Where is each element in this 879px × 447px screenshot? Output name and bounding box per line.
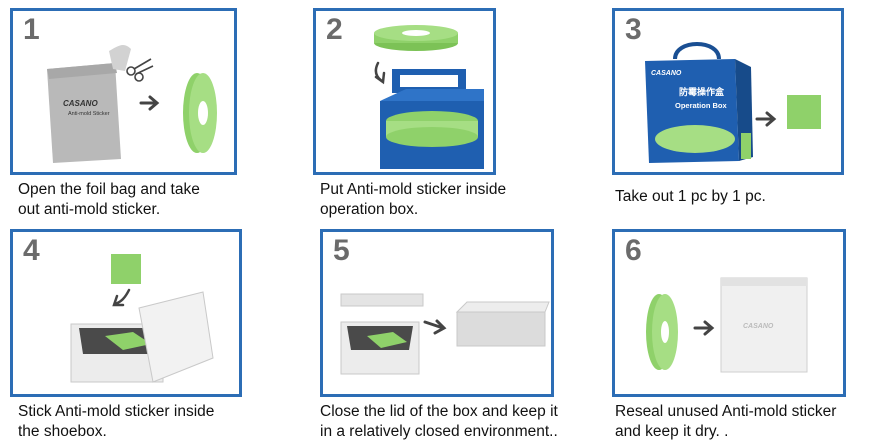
box-brand: CASANO xyxy=(651,70,682,77)
arrow-icon xyxy=(423,319,447,335)
bag-brand: CASANO xyxy=(63,99,98,108)
step-2-panel: 2 xyxy=(313,8,496,175)
step-5-number: 5 xyxy=(333,234,350,267)
step-4-panel: 4 xyxy=(10,229,242,397)
arrow-icon xyxy=(139,95,160,111)
sticker-roll-icon xyxy=(183,73,217,153)
step-1-caption: Open the foil bag and take out anti-mold… xyxy=(18,181,200,218)
step-5-panel: 5 xyxy=(320,229,554,397)
step-6-illustration: CASANO xyxy=(646,277,808,373)
step-1-number: 1 xyxy=(23,13,40,46)
step-5-illustration xyxy=(340,293,550,375)
bag-brand-faint: CASANO xyxy=(743,323,774,330)
step-6-panel: 6 CASANO xyxy=(612,229,846,397)
step-1-illustration: CASANO Anti-mold Sticker xyxy=(47,45,217,163)
step-1-panel: 1 CASANO Anti-mold Sticker xyxy=(10,8,237,175)
step-3-number: 3 xyxy=(625,13,642,46)
arrow-icon xyxy=(755,111,777,127)
step-3-panel: 3 CASANO 防霉操作盒 Operation Box xyxy=(612,8,844,175)
closed-box xyxy=(456,311,546,347)
arrow-icon xyxy=(374,61,386,85)
bag-label: Anti-mold Sticker xyxy=(68,111,110,117)
resealed-bag xyxy=(720,277,808,373)
sticker-roll-icon xyxy=(374,25,458,51)
step-3-illustration: CASANO 防霉操作盒 Operation Box xyxy=(645,42,821,163)
arrow-icon xyxy=(112,288,131,307)
single-sticker xyxy=(787,95,821,129)
step-2-caption: Put Anti-mold sticker inside operation b… xyxy=(320,181,507,218)
box-title-en: Operation Box xyxy=(675,101,728,110)
box-handle xyxy=(673,42,721,60)
step-6-caption: Reseal unused Anti-mold sticker and keep… xyxy=(615,403,837,440)
step-2-number: 2 xyxy=(326,13,343,46)
scissors-icon xyxy=(126,58,154,82)
step-4-caption: Stick Anti-mold sticker inside the shoeb… xyxy=(18,403,215,440)
sticker-roll-icon xyxy=(646,294,678,370)
box-title-cn: 防霉操作盒 xyxy=(679,86,725,98)
torn-strip xyxy=(109,45,131,71)
foil-bag-body xyxy=(47,63,121,163)
arrow-icon xyxy=(693,320,715,336)
step-3-caption: Take out 1 pc by 1 pc. xyxy=(615,188,766,205)
step-4-illustration xyxy=(70,254,214,383)
step-2-illustration xyxy=(374,25,484,169)
step-4-number: 4 xyxy=(23,234,40,267)
step-6-number: 6 xyxy=(625,234,642,267)
shoebox-lid xyxy=(138,291,214,383)
shoebox-lid xyxy=(340,293,424,307)
step-5-caption: Close the lid of the box and keep it in … xyxy=(320,403,558,440)
single-sticker xyxy=(111,254,141,284)
